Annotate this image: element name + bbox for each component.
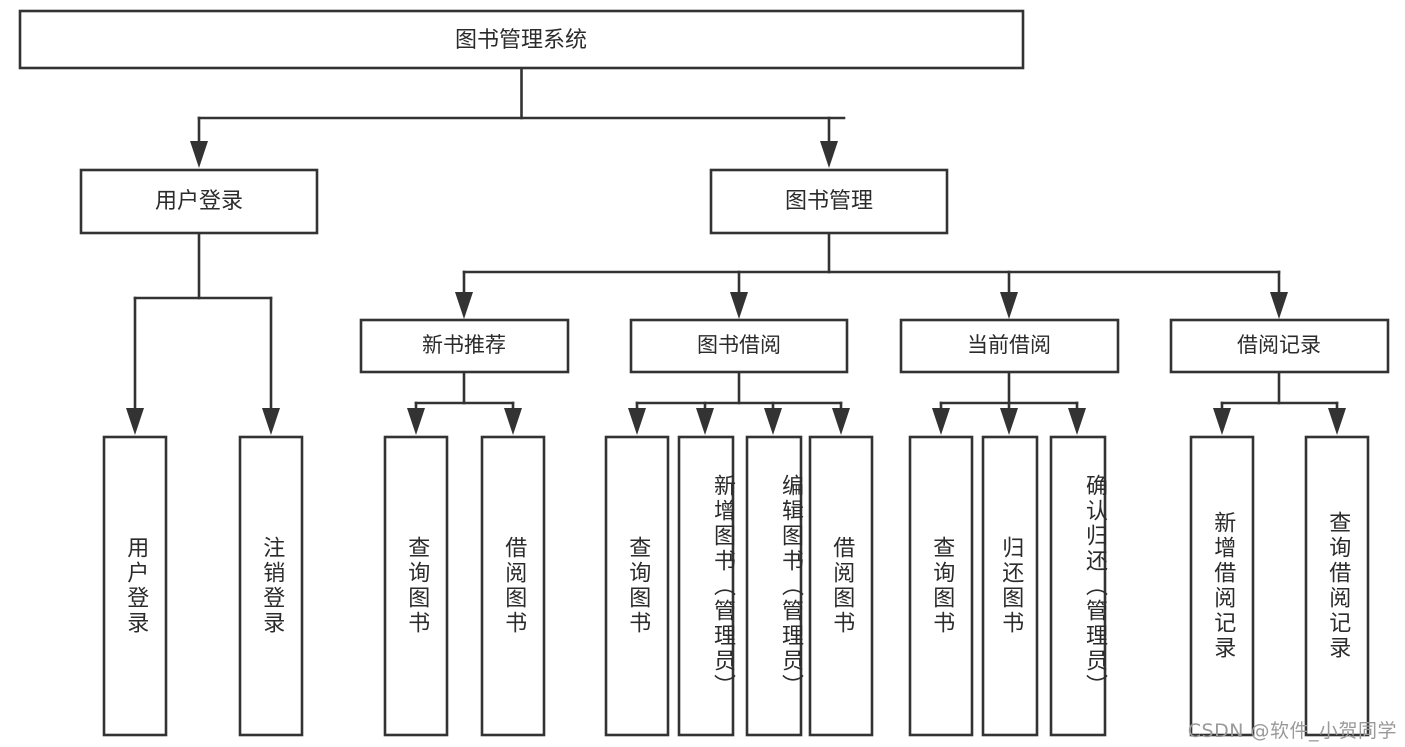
node-root[interactable]: 图书管理系统 [18, 9, 1025, 70]
node-book-borrow-box[interactable] [629, 318, 849, 374]
arrow-to-borrow-record [1270, 292, 1288, 319]
arrow-to-leaf-query-book-2 [628, 408, 646, 435]
connector-group-user-login-to-leaves [126, 231, 280, 435]
arrow-to-leaf-query-record [1328, 408, 1346, 435]
node-leaf-query-book-3-box[interactable] [908, 435, 974, 737]
node-root-box[interactable] [18, 9, 1025, 70]
node-leaf-logout-login-box[interactable] [238, 435, 304, 737]
arrow-to-leaf-query-book-3 [932, 408, 950, 435]
connector-group-root-to-level2 [190, 66, 846, 168]
node-book-manage[interactable]: 图书管理 [709, 168, 949, 235]
node-leaf-edit-book-box[interactable] [745, 435, 803, 737]
arrow-to-user-login [190, 141, 208, 168]
node-borrow-record-box[interactable] [1169, 318, 1390, 374]
node-leaf-add-record-box[interactable] [1189, 435, 1255, 737]
node-new-book-recommend-box[interactable] [359, 318, 570, 374]
arrow-to-new-book-recommend [455, 292, 473, 319]
connector-group-current-borrow-to-leaves [932, 370, 1086, 435]
arrow-to-leaf-add-record [1213, 408, 1231, 435]
node-new-book-recommend-label: 新书推荐 [422, 333, 506, 357]
arrow-to-leaf-edit-book [764, 408, 782, 435]
arrow-to-leaf-query-book-1 [407, 408, 425, 435]
node-borrow-record-label: 借阅记录 [1237, 333, 1321, 357]
arrow-to-leaf-return-book [1000, 408, 1018, 435]
connector-group-book-borrow-to-leaves [628, 370, 850, 435]
node-user-login-box[interactable] [79, 168, 319, 235]
connector-group-new-book-recommend-to-leaves [407, 370, 522, 435]
arrow-to-leaf-logout-login [262, 408, 280, 435]
node-leaf-query-book-1-box[interactable] [383, 435, 449, 737]
arrow-to-current-borrow [1000, 292, 1018, 319]
node-new-book-recommend[interactable]: 新书推荐 [359, 318, 570, 374]
node-root-label: 图书管理系统 [455, 28, 587, 53]
watermark-text: CSDN @软件_小贺同学 [1187, 720, 1397, 742]
arrow-to-leaf-add-book [696, 408, 714, 435]
node-current-borrow-box[interactable] [899, 318, 1120, 374]
node-book-borrow-label: 图书借阅 [697, 333, 781, 357]
arrow-to-leaf-borrow-book-1 [504, 408, 522, 435]
node-leaf-user-login-box[interactable] [102, 435, 168, 737]
node-leaf-query-record-box[interactable] [1304, 435, 1370, 737]
connector-group-borrow-record-to-leaves [1213, 370, 1346, 435]
node-leaf-return-book-box[interactable] [981, 435, 1039, 737]
arrow-to-book-manage [820, 141, 838, 168]
node-book-manage-label: 图书管理 [785, 189, 873, 214]
arrow-to-leaf-borrow-book-2 [832, 408, 850, 435]
node-leaf-add-book-box[interactable] [677, 435, 735, 737]
node-borrow-record[interactable]: 借阅记录 [1169, 318, 1390, 374]
node-leaf-borrow-book-2-box[interactable] [808, 435, 874, 737]
node-user-login[interactable]: 用户登录 [79, 168, 319, 235]
connector-group-book-manage-to-level3 [455, 231, 1288, 319]
node-current-borrow[interactable]: 当前借阅 [899, 318, 1120, 374]
node-leaf-query-book-2-box[interactable] [604, 435, 670, 737]
node-user-login-label: 用户登录 [155, 189, 243, 214]
arrow-to-leaf-user-login [126, 408, 144, 435]
node-current-borrow-label: 当前借阅 [967, 333, 1051, 357]
node-book-manage-box[interactable] [709, 168, 949, 235]
arrow-to-leaf-confirm-return [1068, 408, 1086, 435]
leaf-boxes [102, 435, 1370, 737]
arrow-to-book-borrow [730, 292, 748, 319]
node-book-borrow[interactable]: 图书借阅 [629, 318, 849, 374]
node-leaf-confirm-return-box[interactable] [1049, 435, 1107, 737]
node-leaf-borrow-book-1-box[interactable] [480, 435, 546, 737]
